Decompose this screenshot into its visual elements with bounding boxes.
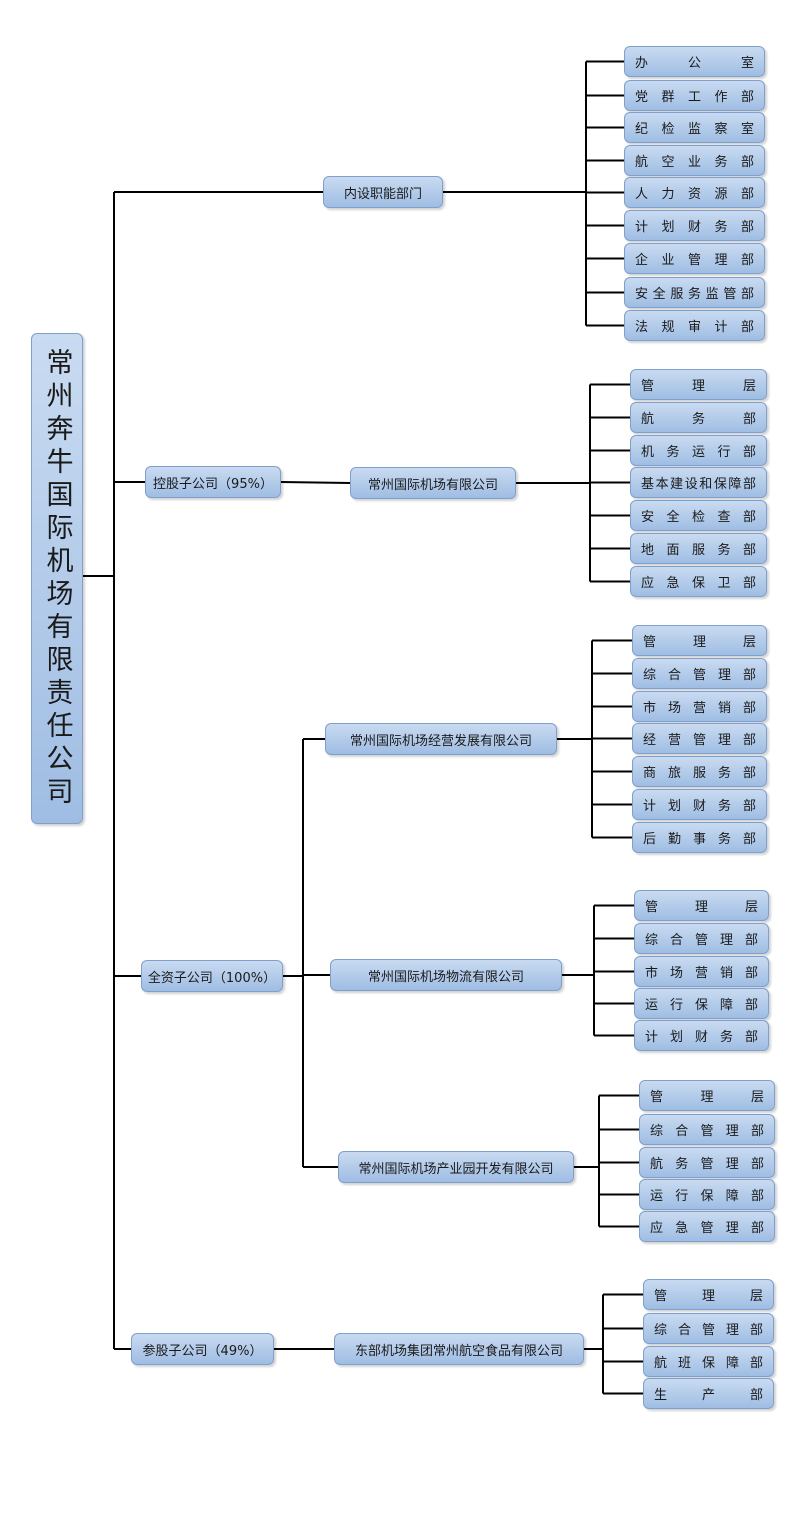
root-node: 常州奔牛国际机场有限责任公司	[31, 333, 83, 824]
department-node: 地面服务部	[630, 533, 767, 564]
company-node: 常州国际机场物流有限公司	[330, 959, 562, 991]
branch-node-label: 参股子公司（49%）	[142, 1343, 263, 1359]
department-node-label: 后勤事务部	[643, 832, 756, 847]
department-node-label: 市场营销部	[645, 966, 758, 981]
branch-node: 全资子公司（100%）	[141, 960, 283, 992]
department-node: 办 公 室	[624, 46, 765, 77]
department-node-label: 计划财务部	[643, 799, 756, 814]
department-node: 市场营销部	[632, 691, 767, 722]
subsidiary-connector	[280, 481, 351, 484]
department-node: 基本建设和保障部	[630, 467, 767, 498]
department-node-label: 运行保障部	[650, 1189, 764, 1204]
department-node-label: 地面服务部	[641, 543, 756, 558]
company-node-label: 常州国际机场有限公司	[367, 477, 498, 493]
department-node: 综合管理部	[632, 658, 767, 689]
department-node: 商旅服务部	[632, 756, 767, 787]
company-node-label: 常州国际机场经营发展有限公司	[349, 733, 532, 749]
department-node: 管 理 层	[632, 625, 767, 656]
department-node: 纪检监察室	[624, 112, 765, 143]
department-node-label: 管 理 层	[650, 1090, 764, 1105]
branch-node-label: 控股子公司（95%）	[153, 476, 273, 492]
department-node-label: 管 理 层	[641, 379, 756, 394]
department-node-label: 综合管理部	[643, 668, 756, 683]
branch-node-label: 内设职能部门	[343, 186, 422, 202]
department-node-label: 管 理 层	[645, 900, 758, 915]
department-node: 计划财务部	[624, 210, 765, 241]
department-node-label: 航空业务部	[635, 155, 754, 170]
company-node-label: 常州国际机场产业园开发有限公司	[358, 1161, 554, 1177]
department-node-label: 人力资源部	[635, 187, 754, 202]
department-node: 生 产 部	[643, 1378, 774, 1409]
department-node-label: 管 理 层	[654, 1289, 763, 1304]
department-node: 综合管理部	[639, 1114, 775, 1145]
department-node: 计划财务部	[632, 789, 767, 820]
department-node: 综合管理部	[634, 923, 769, 954]
department-node: 计划财务部	[634, 1020, 769, 1051]
department-node-label: 安全检查部	[641, 510, 756, 525]
department-node-label: 航 务 部	[641, 412, 756, 427]
department-node-label: 航班保障部	[654, 1356, 763, 1371]
department-node-label: 办 公 室	[635, 56, 754, 71]
department-node: 机务运行部	[630, 435, 767, 466]
company-node: 常州国际机场经营发展有限公司	[325, 723, 557, 755]
department-node: 经营管理部	[632, 723, 767, 754]
department-node: 管 理 层	[634, 890, 769, 921]
department-node-label: 应急管理部	[650, 1221, 764, 1236]
department-node: 管 理 层	[639, 1080, 775, 1111]
department-node-label: 经营管理部	[643, 733, 756, 748]
department-node-label: 运行保障部	[645, 998, 758, 1013]
department-node-label: 综合管理部	[650, 1124, 764, 1139]
department-node-label: 计划财务部	[645, 1030, 758, 1045]
root-label: 常州奔牛国际机场有限责任公司	[41, 347, 73, 810]
department-node: 党群工作部	[624, 80, 765, 111]
department-node-label: 航务管理部	[650, 1157, 764, 1172]
department-node: 航务管理部	[639, 1147, 775, 1178]
department-node-label: 综合管理部	[645, 933, 758, 948]
department-node: 后勤事务部	[632, 822, 767, 853]
company-node: 常州国际机场产业园开发有限公司	[338, 1151, 574, 1183]
department-node-label: 法规审计部	[635, 320, 754, 335]
department-node: 应急管理部	[639, 1211, 775, 1242]
branch-node: 内设职能部门	[323, 176, 443, 208]
department-node-label: 基本建设和保障部	[641, 477, 756, 492]
department-node-label: 商旅服务部	[643, 766, 756, 781]
company-node: 东部机场集团常州航空食品有限公司	[334, 1333, 584, 1365]
department-node-label: 党群工作部	[635, 90, 754, 105]
department-node: 安全检查部	[630, 500, 767, 531]
department-node-label: 纪检监察室	[635, 122, 754, 137]
department-node: 人力资源部	[624, 177, 765, 208]
department-node: 航空业务部	[624, 145, 765, 176]
company-node-label: 常州国际机场物流有限公司	[367, 969, 524, 985]
department-node: 法规审计部	[624, 310, 765, 341]
department-node: 运行保障部	[634, 988, 769, 1019]
department-node-label: 管 理 层	[643, 635, 756, 650]
department-node: 应急保卫部	[630, 566, 767, 597]
department-node: 安全服务监管部	[624, 277, 765, 308]
department-node: 市场营销部	[634, 956, 769, 987]
company-node-label: 东部机场集团常州航空食品有限公司	[354, 1343, 563, 1359]
branch-node: 控股子公司（95%）	[145, 466, 281, 498]
department-node-label: 计划财务部	[635, 220, 754, 235]
branch-node-label: 全资子公司（100%）	[147, 970, 277, 986]
department-node: 运行保障部	[639, 1179, 775, 1210]
department-node: 综合管理部	[643, 1313, 774, 1344]
department-node-label: 机务运行部	[641, 445, 756, 460]
department-node-label: 市场营销部	[643, 701, 756, 716]
branch-node: 参股子公司（49%）	[131, 1333, 274, 1365]
department-node-label: 企业管理部	[635, 253, 754, 268]
company-node: 常州国际机场有限公司	[350, 467, 516, 499]
department-node: 航班保障部	[643, 1346, 774, 1377]
department-node: 企业管理部	[624, 243, 765, 274]
department-node-label: 安全服务监管部	[635, 287, 754, 302]
department-node-label: 综合管理部	[654, 1323, 763, 1338]
department-node-label: 生 产 部	[654, 1388, 763, 1403]
department-node: 管 理 层	[643, 1279, 774, 1310]
department-node: 航 务 部	[630, 402, 767, 433]
department-node: 管 理 层	[630, 369, 767, 400]
department-node-label: 应急保卫部	[641, 576, 756, 591]
